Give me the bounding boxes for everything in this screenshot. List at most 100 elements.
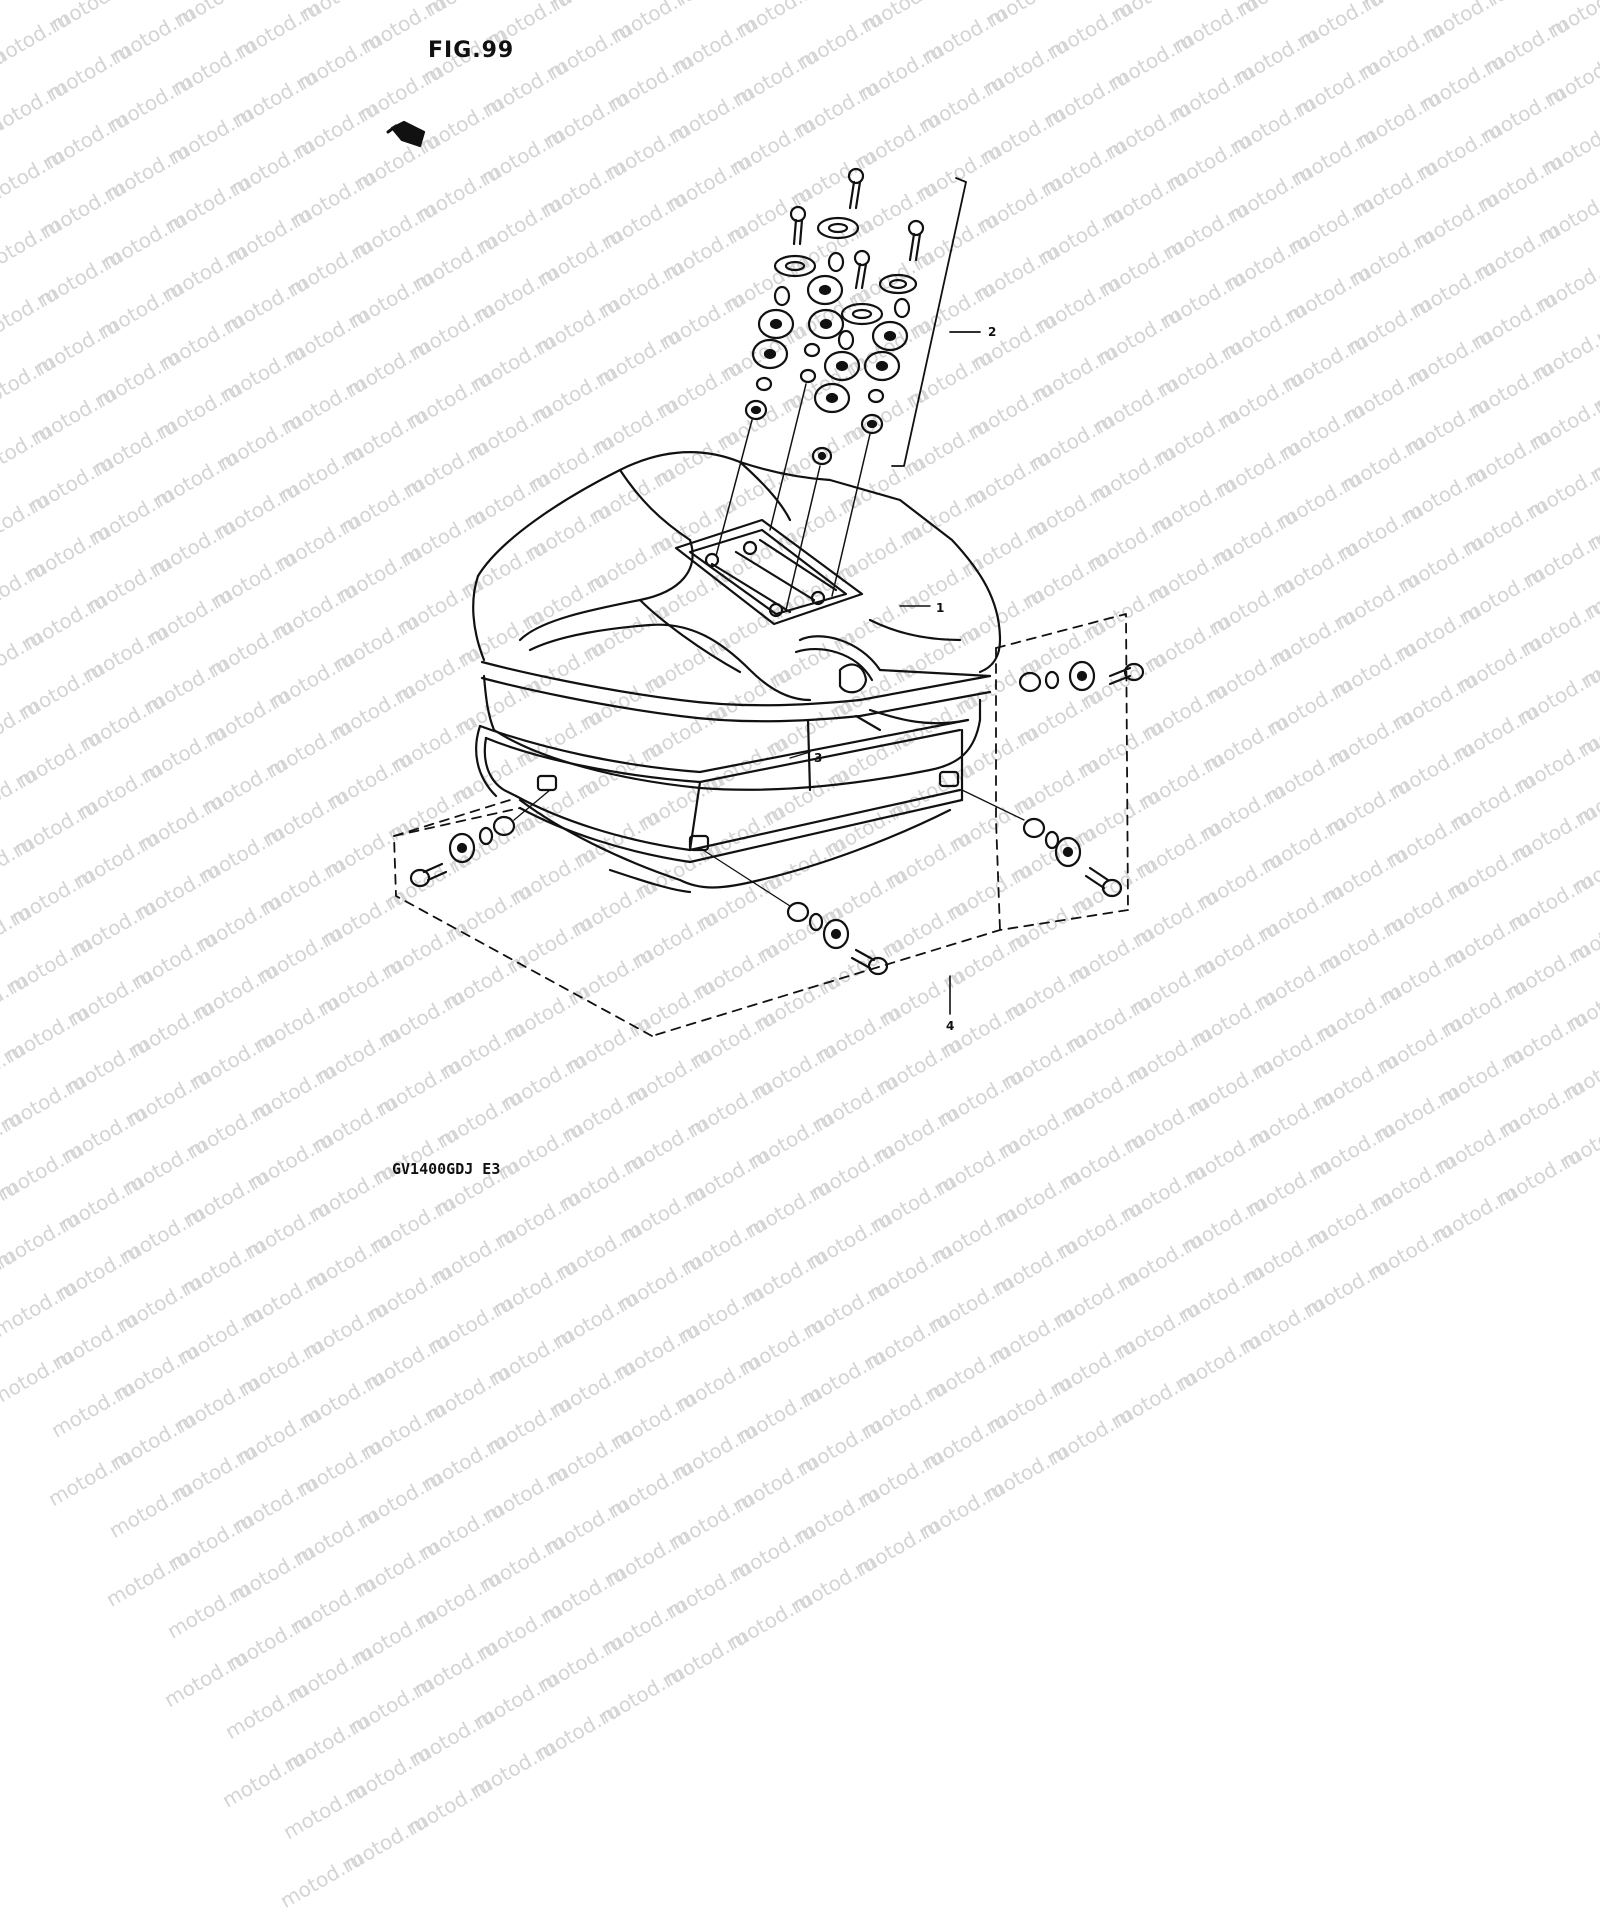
watermark-text: motod.ru (1033, 1465, 1126, 1552)
watermark-text: motod.ru (606, 1243, 699, 1330)
watermark-text: motod.ru (542, 1280, 635, 1367)
watermark-text: motod.ru (270, 1772, 363, 1859)
watermark-text: motod.ru (350, 1391, 443, 1478)
watermark-text: motod.ru (463, 1661, 556, 1748)
watermark-text: motod.ru (716, 1581, 809, 1668)
watermark-text: motod.ru (600, 1381, 693, 1468)
watermark-text: motod.ru (914, 1333, 1007, 1420)
watermark-text: motod.ru (536, 1418, 629, 1505)
watermark-text: motod.ru (524, 1692, 617, 1779)
watermark-text: motod.ru (289, 1359, 382, 1446)
watermark-text: motod.ru (981, 1227, 1074, 1314)
watermark-text: motod.ru (0, 1269, 74, 1356)
watermark-text: motod.ru (38, 1370, 131, 1457)
watermark-text: motod.ru (338, 1666, 431, 1753)
watermark-text: motod.ru (789, 1338, 882, 1425)
watermark-text: motod.ru (280, 1566, 373, 1653)
watermark-text: motod.ru (106, 1264, 199, 1351)
watermark-text: motod.ru (45, 1232, 138, 1319)
watermark-text: motod.ru (344, 1529, 437, 1616)
watermark-text: motod.ru (411, 1423, 504, 1510)
watermark-text: motod.ru (402, 1629, 495, 1716)
watermark-text: motod.ru (780, 1544, 873, 1631)
watermark-text: motod.ru (215, 1603, 308, 1690)
callout-2: 2 (988, 325, 996, 339)
watermark-text: motod.ru (0, 1201, 77, 1288)
watermark-text: motod.ru (1100, 1359, 1193, 1446)
watermark-text: motod.ru (469, 1523, 562, 1610)
watermark-text: motod.ru (713, 1650, 806, 1737)
watermark-text: motod.ru (209, 1740, 302, 1827)
watermark-text: motod.ru (844, 1507, 937, 1594)
watermark-text: motod.ru (856, 1233, 949, 1320)
watermark-text: motod.ru (527, 1624, 620, 1711)
watermark-text: motod.ru (283, 1497, 376, 1584)
watermark-text: motod.ru (222, 1465, 315, 1552)
mounting-frame (476, 710, 968, 862)
frame-group-outline (394, 614, 1128, 1036)
watermark-text: motod.ru (1293, 1248, 1386, 1335)
watermark-text: motod.ru (975, 1365, 1068, 1452)
watermark-text: motod.ru (725, 1375, 818, 1462)
watermark-text: motod.ru (1229, 1285, 1322, 1372)
watermark-text: motod.ru (167, 1296, 260, 1383)
watermark-text: motod.ru (667, 1275, 760, 1362)
watermark-text: motod.ru (347, 1460, 440, 1547)
watermark-text: motod.ru (286, 1428, 379, 1515)
watermark-text: motod.ru (93, 1539, 186, 1626)
watermark-text: motod.ru (457, 1798, 550, 1885)
callout-1: 1 (936, 601, 944, 615)
watermark-text: motod.ru (393, 1835, 486, 1922)
watermark-text: motod.ru (478, 1317, 571, 1404)
rack-bolt (909, 221, 923, 260)
watermark-text: motod.ru (399, 1698, 492, 1785)
watermark-text: motod.ru (1046, 1190, 1139, 1277)
watermark-text: motod.ru (594, 1518, 687, 1605)
watermark-text: motod.ru (655, 1550, 748, 1637)
watermark-text: motod.ru (908, 1470, 1001, 1557)
watermark-text: motod.ru (1165, 1322, 1258, 1409)
watermark-text: motod.ru (1357, 1211, 1450, 1298)
watermark-text: motod.ru (847, 1439, 940, 1526)
watermark-text: motod.ru (231, 1259, 324, 1346)
watermark-text: motod.ru (335, 1735, 428, 1822)
model-code: GV1400GDJ E3 (392, 1160, 500, 1178)
frame-hardware (411, 662, 1143, 974)
parts-diagram: 1 2 3 4 (0, 0, 1600, 1200)
watermark-text: motod.ru (920, 1196, 1013, 1283)
watermark-text: motod.ru (545, 1211, 638, 1298)
watermark-text: motod.ru (475, 1386, 568, 1473)
watermark-text: motod.ru (1290, 1317, 1383, 1404)
watermark-text: motod.ru (228, 1328, 321, 1415)
watermark-text: motod.ru (664, 1344, 757, 1431)
watermark-text: motod.ru (472, 1455, 565, 1542)
watermark-text: motod.ru (1232, 1217, 1325, 1304)
lid-rack (676, 520, 862, 624)
watermark-text: motod.ru (1162, 1391, 1255, 1478)
watermark-text: motod.ru (328, 1872, 421, 1929)
watermark-text: motod.ru (109, 1195, 202, 1282)
watermark-text: motod.ru (164, 1365, 257, 1452)
watermark-text: motod.ru (0, 1338, 70, 1425)
rack-bolt (849, 169, 863, 208)
watermark-text: motod.ru (154, 1571, 247, 1658)
watermark-text: motod.ru (603, 1312, 696, 1399)
watermark-text: motod.ru (99, 1402, 192, 1489)
trunk-handle (796, 636, 990, 692)
watermark-text: motod.ru (96, 1470, 189, 1557)
watermark-text: motod.ru (219, 1534, 312, 1621)
watermark-text: motod.ru (1226, 1354, 1319, 1441)
watermark-text: motod.ru (103, 1333, 196, 1420)
watermark-text: motod.ru (292, 1291, 385, 1378)
watermark-text: motod.ru (530, 1555, 623, 1642)
watermark-text: motod.ru (591, 1587, 684, 1674)
watermark-text: motod.ru (1042, 1259, 1135, 1346)
frame-bolt-set (962, 790, 1121, 896)
watermark-text: motod.ru (331, 1803, 424, 1890)
watermark-text: motod.ru (658, 1481, 751, 1568)
watermark-text: motod.ru (466, 1592, 559, 1679)
watermark-text: motod.ru (722, 1444, 815, 1531)
watermark-text: motod.ru (670, 1206, 763, 1293)
watermark-text: motod.ru (277, 1634, 370, 1721)
